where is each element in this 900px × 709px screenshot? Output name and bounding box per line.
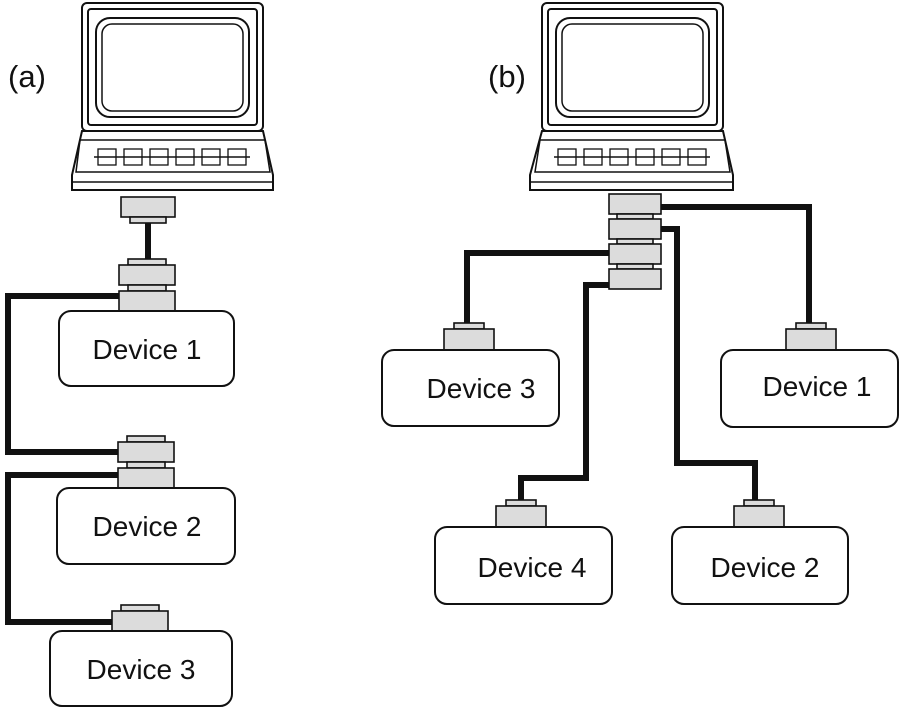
keyboard-deck bbox=[534, 139, 731, 173]
device-label: Device 2 bbox=[93, 511, 202, 542]
device-label: Device 2 bbox=[711, 552, 820, 583]
device-body bbox=[56, 487, 236, 565]
cable bbox=[660, 204, 812, 325]
connector-plug bbox=[505, 499, 537, 507]
connector bbox=[785, 328, 837, 351]
monitor-screen-inner bbox=[561, 23, 704, 112]
connector-plug bbox=[453, 322, 485, 330]
connector bbox=[111, 610, 169, 632]
hub-connector-stack bbox=[608, 193, 662, 290]
connector bbox=[118, 264, 176, 286]
monitor-screen-inner bbox=[101, 23, 244, 112]
panel-b: (b) bbox=[381, 2, 899, 605]
connector-plug bbox=[126, 435, 166, 443]
device-body bbox=[434, 526, 613, 605]
device-label: Device 4 bbox=[478, 552, 587, 583]
hub-port bbox=[608, 243, 662, 265]
device-box: Device 1 bbox=[720, 349, 899, 428]
hub-port bbox=[608, 193, 662, 215]
device-box: Device 1 bbox=[58, 310, 235, 387]
device-label: Device 1 bbox=[93, 334, 202, 365]
keyboard-keys bbox=[554, 148, 710, 166]
connector bbox=[118, 290, 176, 312]
device-body bbox=[58, 310, 235, 387]
computer-b bbox=[529, 2, 734, 191]
cable bbox=[5, 293, 121, 455]
device-label: Device 1 bbox=[763, 371, 872, 402]
keyboard-base bbox=[71, 130, 274, 191]
device-label: Device 3 bbox=[87, 654, 196, 685]
keyboard-deck bbox=[75, 139, 271, 173]
keyboard-keys bbox=[94, 148, 250, 166]
computer-port bbox=[120, 196, 176, 218]
connector bbox=[443, 328, 495, 351]
cable bbox=[5, 472, 121, 625]
keyboard-base bbox=[529, 130, 734, 191]
panel-a-label: (a) bbox=[8, 59, 46, 94]
connector bbox=[495, 505, 547, 528]
monitor-screen bbox=[555, 17, 710, 118]
device-body bbox=[720, 349, 899, 428]
connector bbox=[733, 505, 785, 528]
hub-port bbox=[608, 268, 662, 290]
device-box: Device 4 bbox=[434, 526, 613, 605]
connector-plug bbox=[127, 284, 167, 292]
cable bbox=[518, 282, 610, 503]
device-label: Device 3 bbox=[427, 373, 536, 404]
device-box: Device 3 bbox=[49, 630, 233, 707]
cable bbox=[464, 250, 610, 325]
connector-plug bbox=[126, 461, 166, 469]
connector bbox=[117, 467, 175, 489]
cable bbox=[660, 226, 758, 500]
panel-a: (a) bbox=[5, 2, 274, 707]
connector bbox=[117, 441, 175, 463]
computer-a bbox=[71, 2, 274, 224]
device-box: Device 2 bbox=[671, 526, 849, 605]
device-box: Device 3 bbox=[381, 349, 560, 427]
hub-port bbox=[608, 218, 662, 240]
computer-port-plug bbox=[129, 216, 167, 224]
device-body bbox=[381, 349, 560, 427]
monitor-screen bbox=[95, 17, 250, 118]
connector-plug bbox=[127, 258, 167, 266]
device-body bbox=[671, 526, 849, 605]
panel-b-label: (b) bbox=[488, 59, 526, 94]
device-body bbox=[49, 630, 233, 707]
connector-plug bbox=[743, 499, 775, 507]
device-box: Device 2 bbox=[56, 487, 236, 565]
connector-plug bbox=[120, 604, 160, 612]
connector-plug bbox=[795, 322, 827, 330]
